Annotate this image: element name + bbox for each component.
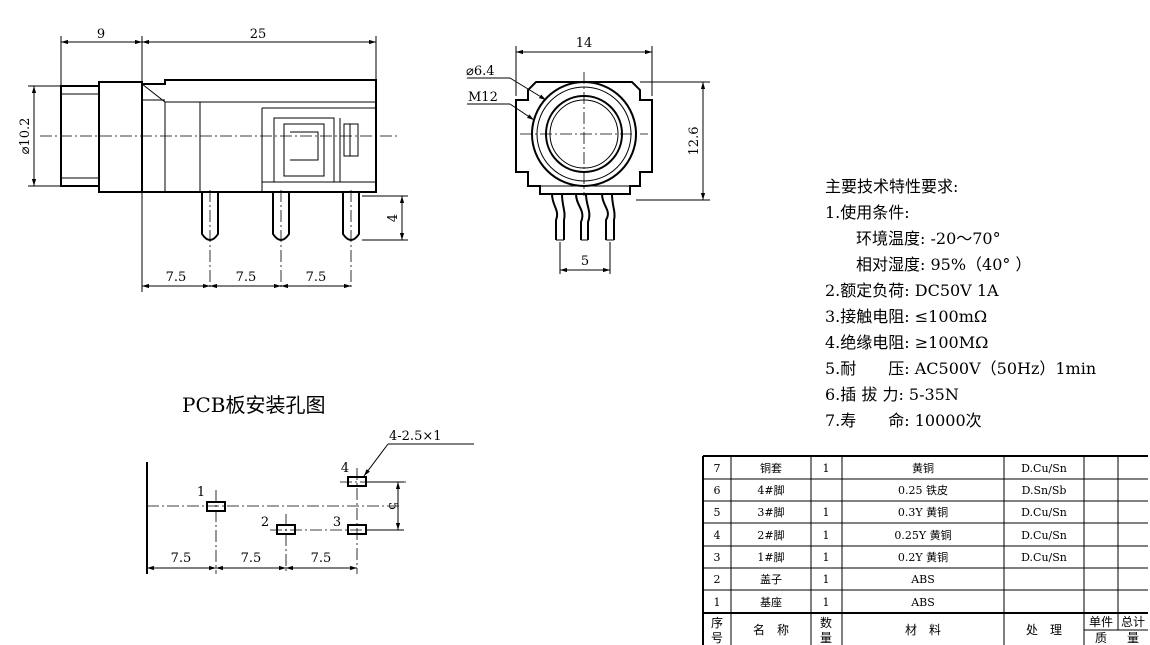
dim-diameter: ⌀10.2 — [18, 118, 33, 155]
svg-text:2: 2 — [714, 573, 721, 586]
svg-text:1: 1 — [823, 462, 830, 475]
table-row: 6 4#脚 0.25 铁皮 D.Sn/Sb — [714, 483, 1067, 497]
table-row: 3 1#脚 1 0.2Y 黄铜 D.Cu/Sn — [714, 550, 1067, 564]
svg-text:D.Cu/Sn: D.Cu/Sn — [1021, 551, 1067, 564]
svg-text:1: 1 — [823, 529, 830, 542]
svg-text:序: 序 — [711, 615, 723, 630]
table-row: 5 3#脚 1 0.3Y 黄铜 D.Cu/Sn — [714, 505, 1067, 519]
pcb-pitch-2: 7.5 — [241, 551, 262, 566]
svg-text:0.3Y 黄铜: 0.3Y 黄铜 — [898, 505, 948, 519]
svg-text:单件: 单件 — [1089, 615, 1113, 629]
svg-text:1: 1 — [823, 551, 830, 564]
svg-text:1: 1 — [714, 596, 721, 609]
table-row: 4 2#脚 1 0.25Y 黄铜 D.Cu/Sn — [714, 528, 1067, 542]
svg-text:D.Sn/Sb: D.Sn/Sb — [1022, 484, 1067, 497]
svg-text:1: 1 — [823, 506, 830, 519]
dim-pitch-3: 7.5 — [306, 270, 327, 285]
pcb-title: PCB板安装孔图 — [182, 393, 325, 417]
spec-line: 2.额定负荷: DC50V 1A — [825, 281, 999, 300]
svg-text:质: 质 — [1095, 631, 1107, 645]
dim-width: 14 — [576, 36, 593, 51]
spec-line: 1.使用条件: — [825, 203, 910, 222]
spec-line: 3.接触电阻: ≤100mΩ — [825, 307, 987, 326]
dim-25: 25 — [250, 27, 267, 42]
spec-line: 7.寿 命: 10000次 — [825, 411, 982, 430]
svg-text:基座: 基座 — [760, 595, 782, 609]
svg-text:3: 3 — [714, 551, 721, 564]
bom-table: 7 铜套 1 黄铜 D.Cu/Sn 6 4#脚 0.25 铁皮 D.Sn/Sb … — [702, 455, 1148, 645]
pcb-hole-layout: PCB板安装孔图 4-2.5×1 1 2 3 4 5 7.5 7 — [146, 393, 474, 574]
svg-text:黄铜: 黄铜 — [912, 461, 934, 475]
table-row: 1 基座 1 ABS — [714, 595, 935, 609]
spec-line: 4.绝缘电阻: ≥100MΩ — [825, 333, 988, 352]
table-row: 7 铜套 1 黄铜 D.Cu/Sn — [714, 461, 1067, 475]
svg-text:0.25Y 黄铜: 0.25Y 黄铜 — [894, 528, 951, 542]
spec-line: 环境温度: -20～70° — [856, 229, 1001, 248]
hole-label-4: 4 — [341, 461, 349, 476]
hole-label-3: 3 — [333, 515, 341, 530]
svg-text:4#脚: 4#脚 — [757, 483, 784, 497]
pcb-dim-vertical: 5 — [385, 502, 400, 510]
svg-text:6: 6 — [714, 484, 721, 497]
svg-text:总计: 总计 — [1121, 615, 1145, 629]
svg-text:2#脚: 2#脚 — [757, 528, 784, 542]
svg-text:1: 1 — [823, 573, 830, 586]
pcb-pitch-3: 7.5 — [311, 551, 332, 566]
dim-pitch-2: 7.5 — [236, 270, 257, 285]
label-bore: ⌀6.4 — [466, 64, 495, 79]
label-thread: M12 — [468, 90, 498, 105]
svg-text:1: 1 — [823, 596, 830, 609]
side-view: 9 25 ⌀10.2 — [18, 27, 408, 292]
spec-line: 相对湿度: 95%（40° ） — [856, 255, 1032, 274]
svg-text:量: 量 — [1127, 631, 1139, 645]
svg-text:处 理: 处 理 — [1026, 623, 1062, 637]
svg-text:名 称: 名 称 — [753, 622, 789, 637]
dim-height: 12.6 — [687, 127, 702, 156]
pcb-pitch-1: 7.5 — [171, 551, 192, 566]
svg-text:盖子: 盖子 — [760, 572, 782, 586]
hole-spec: 4-2.5×1 — [389, 429, 442, 444]
front-view: 14 12.6 ⌀6.4 M12 5 — [466, 36, 710, 274]
svg-text:0.2Y 黄铜: 0.2Y 黄铜 — [898, 550, 948, 564]
dim-pin-length: 4 — [386, 214, 401, 222]
svg-text:3#脚: 3#脚 — [757, 505, 784, 519]
svg-text:1#脚: 1#脚 — [757, 550, 784, 564]
spec-heading: 主要技术特性要求: — [825, 177, 958, 196]
spec-line: 5.耐 压: AC500V（50Hz）1min — [825, 359, 1096, 378]
svg-text:5: 5 — [714, 506, 721, 519]
svg-text:材 料: 材 料 — [905, 623, 941, 637]
spec-list: 主要技术特性要求: 1.使用条件: 环境温度: -20～70° 相对湿度: 95… — [825, 177, 1096, 430]
svg-text:D.Cu/Sn: D.Cu/Sn — [1021, 506, 1067, 519]
svg-text:量: 量 — [820, 631, 832, 645]
svg-text:ABS: ABS — [910, 573, 935, 586]
svg-text:铜套: 铜套 — [760, 461, 782, 475]
svg-text:ABS: ABS — [910, 596, 935, 609]
svg-text:D.Cu/Sn: D.Cu/Sn — [1021, 462, 1067, 475]
dim-pin-span: 5 — [581, 254, 589, 269]
table-header: 序 号 名 称 数 量 材 料 处 理 单件 总计 质 量 — [711, 615, 1145, 645]
spec-line: 6.插 拔 力: 5-35N — [825, 385, 959, 404]
hole-label-2: 2 — [261, 515, 269, 530]
svg-text:0.25 铁皮: 0.25 铁皮 — [898, 484, 948, 497]
dim-9: 9 — [97, 27, 105, 42]
svg-text:7: 7 — [714, 462, 721, 475]
svg-text:4: 4 — [714, 529, 721, 542]
table-row: 2 盖子 1 ABS — [714, 572, 935, 586]
hole-label-1: 1 — [197, 485, 205, 500]
svg-text:号: 号 — [711, 631, 723, 645]
dim-pitch-1: 7.5 — [166, 270, 187, 285]
svg-text:D.Cu/Sn: D.Cu/Sn — [1021, 529, 1067, 542]
svg-text:数: 数 — [820, 615, 832, 630]
